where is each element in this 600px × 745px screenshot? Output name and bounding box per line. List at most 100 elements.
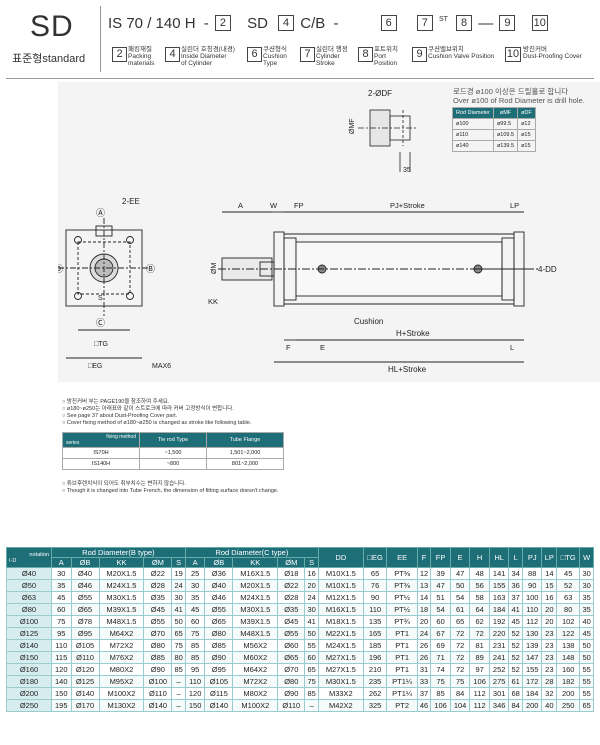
row-bore-size: Ø125 <box>6 627 52 640</box>
sub-header: ØB <box>70 557 100 568</box>
table-cell: 61 <box>508 675 523 688</box>
table-cell: 185 <box>362 639 388 652</box>
label-d-left: Ⓓ <box>58 264 63 274</box>
table-cell: 65 <box>304 663 319 676</box>
row-bore-size: Ø63 <box>6 591 52 604</box>
table-cell: 26 <box>416 651 432 664</box>
table-cell: 122 <box>556 627 581 640</box>
table-cell: – <box>171 675 186 688</box>
table-cell: 16 <box>304 567 319 580</box>
code-part-3: C/B <box>300 14 326 32</box>
table-cell: 65 <box>449 615 471 628</box>
legend-en1: Cylinder <box>316 53 340 60</box>
table-cell: 182 <box>556 675 581 688</box>
table-cell: Ø70 <box>277 663 306 676</box>
code-box-7: 7 <box>416 15 433 32</box>
table-cell: 112 <box>521 615 543 628</box>
table-cell: 275 <box>488 675 510 688</box>
table-cell: 62 <box>469 615 490 628</box>
legend-en2: Position <box>374 60 398 67</box>
table-cell: M27X1.5 <box>317 651 364 664</box>
table-cell: – <box>171 687 186 700</box>
table-cell: Ø55 <box>277 627 306 640</box>
table-cell: 46 <box>416 699 432 712</box>
table-cell: Ø105 <box>204 675 234 688</box>
table-cell: 75 <box>304 675 319 688</box>
table-cell: Ø140 <box>70 687 100 700</box>
tie-rod-nut-br <box>126 292 134 300</box>
table-cell: Ø28 <box>277 591 306 604</box>
table-cell: Ø80 <box>143 639 173 652</box>
table-cell: Ø46 <box>204 591 234 604</box>
table-cell: 102 <box>556 615 581 628</box>
fix-td: 1,501~2,000 <box>206 447 284 459</box>
table-cell: 18 <box>416 603 432 616</box>
row-bore-size: Ø250 <box>6 699 52 712</box>
table-cell: 192 <box>488 615 510 628</box>
table-cell: 110 <box>184 675 206 688</box>
table-cell: M24X1.5 <box>98 579 145 592</box>
table-cell: Ø80 <box>204 627 234 640</box>
table-cell: M10X1.5 <box>317 579 364 592</box>
table-cell: 104 <box>449 699 471 712</box>
table-cell: 72 <box>449 663 471 676</box>
table-cell: 24 <box>171 579 186 592</box>
legend-num: 7 <box>300 47 315 62</box>
row-bore-size: Ø160 <box>6 663 52 676</box>
row-bore-size: Ø150 <box>6 651 52 664</box>
table-cell: PT½ <box>386 603 418 616</box>
table-cell: 35 <box>579 591 594 604</box>
table-row: ø140 ø139.5 ø15 <box>452 140 536 152</box>
table-cell: – <box>304 699 319 712</box>
sub-header: KK <box>232 557 279 568</box>
table-cell: M48X1.5 <box>232 627 279 640</box>
table-cell: 160 <box>556 663 581 676</box>
table-cell: 19 <box>171 567 186 580</box>
table-cell: M30X1.5 <box>98 591 145 604</box>
table-cell: 139 <box>521 639 543 652</box>
table-cell: 50 <box>171 615 186 628</box>
sub-header: ØB <box>204 557 234 568</box>
sub-header: ØM <box>277 557 306 568</box>
table-cell: 72 <box>449 639 471 652</box>
code-dash-2: - <box>333 14 339 32</box>
table-cell: 40 <box>541 699 558 712</box>
table-cell: PT½ <box>386 591 418 604</box>
col-header: PJ <box>521 547 543 568</box>
table-cell: Ø28 <box>143 579 173 592</box>
legend-en1: Inside Diameter <box>181 53 227 60</box>
legend-en2: Type <box>263 60 278 67</box>
table-cell: 115 <box>51 651 72 664</box>
table-cell: Ø85 <box>143 651 173 664</box>
table-cell: M16X1.5 <box>317 603 364 616</box>
table-cell: Ø35 <box>143 591 173 604</box>
table-cell: M22X1.5 <box>317 627 364 640</box>
table-cell: 85 <box>171 663 186 676</box>
legend-num: 6 <box>247 47 262 62</box>
table-cell: 55 <box>579 687 594 700</box>
table-cell: 41 <box>508 603 523 616</box>
header-divider <box>100 6 101 72</box>
table-cell: Ø90 <box>277 687 306 700</box>
table-cell: 110 <box>362 603 388 616</box>
note-line: ○ See page 37 about Dust-Proofing Cover … <box>62 413 178 419</box>
legend-ko: 방진커버 <box>523 46 547 53</box>
label-cushion: Cushion <box>354 317 383 326</box>
code-dash-1: - <box>203 14 209 32</box>
table-cell: Ø90 <box>204 651 234 664</box>
corner-top: fixing method <box>106 434 136 440</box>
table-cell: 69 <box>430 639 451 652</box>
table-cell: 95 <box>51 627 72 640</box>
table-cell: Ø85 <box>204 639 234 652</box>
table-cell: 30 <box>51 567 72 580</box>
table-cell: 63 <box>556 591 581 604</box>
small-td: ø109.5 <box>492 129 519 141</box>
table-cell: PT⅜ <box>386 579 418 592</box>
model-code: IS 70 / 140 H - 2 SD 4 C/B - 6 7 ST 8 — … <box>108 14 550 36</box>
table-cell: M39X1.5 <box>98 603 145 616</box>
table-cell: M24X1.5 <box>232 591 279 604</box>
